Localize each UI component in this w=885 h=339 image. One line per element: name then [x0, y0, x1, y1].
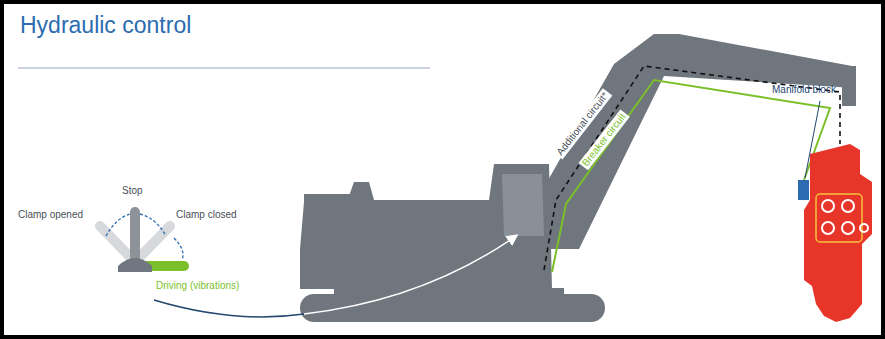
lever-label: Driving (vibrations): [156, 280, 239, 292]
operator-arrow: [304, 236, 516, 314]
additional-circuit-line: [544, 66, 840, 270]
illustration: [4, 4, 881, 335]
manifold-block: [798, 180, 809, 200]
lever-label: Clamp opened: [18, 209, 83, 221]
operator-arrow: [154, 300, 304, 317]
excavator-silhouette: [300, 34, 856, 322]
title-rule: [18, 68, 430, 69]
breaker-circuit-line: [552, 80, 830, 272]
leader-line: [805, 101, 820, 178]
part-label: Manifold block: [772, 84, 836, 96]
frame: Hydraulic controlStopClamp opened Clamp c…: [4, 4, 881, 335]
lever-label: Clamp closed: [176, 209, 237, 221]
lever-label: Stop: [122, 185, 143, 197]
title: Hydraulic control: [20, 12, 191, 38]
joystick-symbol: [100, 212, 184, 272]
vibro-device: [804, 144, 872, 322]
cab-window: [502, 174, 544, 236]
